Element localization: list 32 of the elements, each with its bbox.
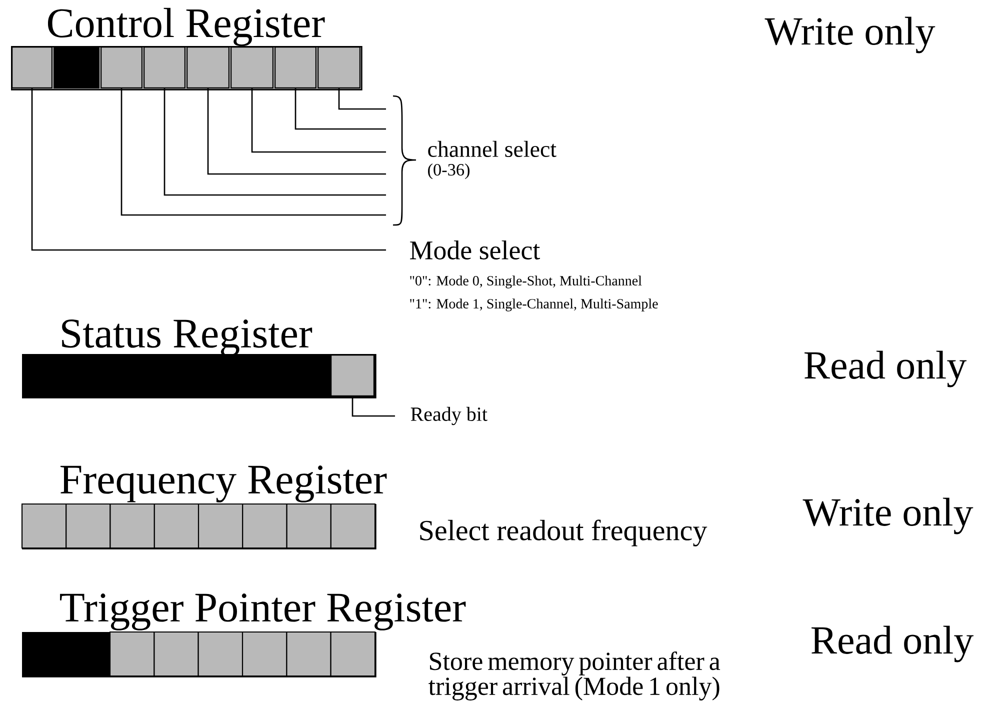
leader-line <box>164 88 386 196</box>
leader-line <box>120 88 386 216</box>
bit-cell <box>318 46 360 88</box>
note-text: Select readout frequency <box>420 520 708 546</box>
leader-line <box>352 396 395 417</box>
leader-line <box>31 88 386 251</box>
bit-cell <box>144 46 186 88</box>
bit-cell <box>100 46 142 88</box>
callout-text: channel select (0-36) <box>428 140 556 180</box>
callout-text: Mode select <box>410 240 540 260</box>
bit-cell <box>12 46 52 88</box>
note-text: "1": Mode 1, Single-Channel, Multi-Sample <box>410 298 658 312</box>
bit-cell <box>186 46 230 88</box>
leader-line <box>207 88 386 175</box>
bit-cell <box>274 46 316 88</box>
bit-cell <box>330 354 374 396</box>
register-title: Control Register <box>48 8 325 46</box>
callout-text: Ready bit <box>410 406 488 426</box>
bit-cell <box>230 46 274 88</box>
access-label: Read only <box>804 350 967 388</box>
note-text: "0": Mode 0, Single-Shot, Multi-Channel <box>410 276 642 288</box>
bit-cell <box>54 46 100 88</box>
leader-line <box>251 88 386 153</box>
register-title: Trigger Pointer Register <box>60 594 466 630</box>
leader-line <box>338 88 386 110</box>
note-text: Store memory pointer after a trigger arrival (Mode 1 only) <box>428 652 720 700</box>
leader-line <box>294 88 386 130</box>
access-label: Read only <box>812 626 974 662</box>
access-label: Write only <box>802 498 974 534</box>
access-label: Write only <box>764 16 936 54</box>
register-title: Frequency Register <box>60 466 387 502</box>
register-title: Status Register <box>62 320 312 356</box>
